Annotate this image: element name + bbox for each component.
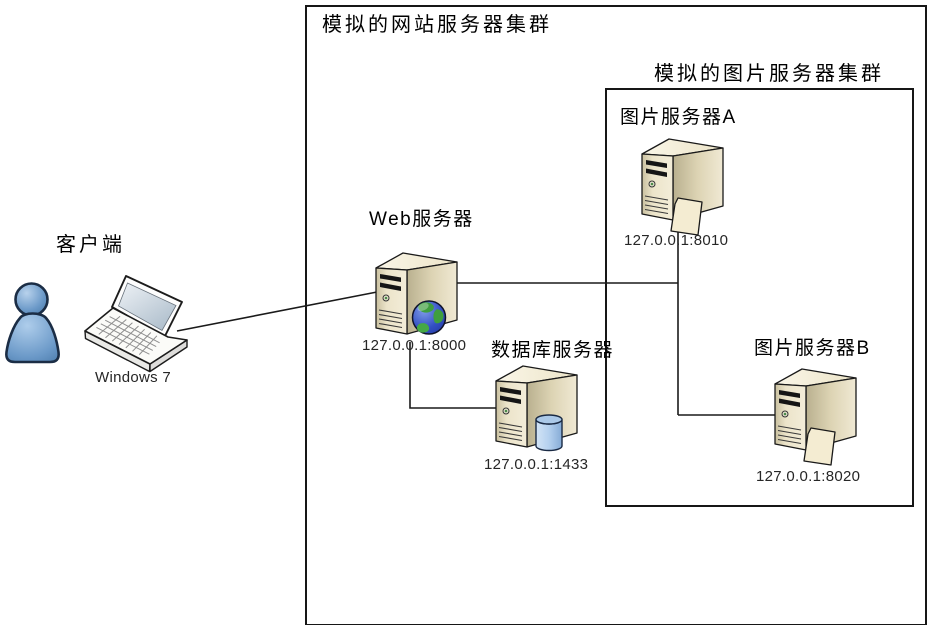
laptop-keyboard-grid [96, 315, 160, 355]
database-server-label: 数据库服务器 [491, 340, 615, 361]
web-server-label: Web服务器 [369, 209, 474, 230]
connector-client-to-web [176, 291, 378, 332]
folder-icon [803, 427, 836, 466]
client-label: 客户端 [56, 234, 125, 256]
connector-web-to-database [409, 342, 503, 409]
web-server-icon [375, 252, 458, 335]
image-server-a-label: 图片服务器A [620, 107, 737, 128]
globe-icon [411, 300, 447, 335]
database-server-icon [495, 365, 578, 452]
image-server-a-address: 127.0.0.1:8010 [624, 232, 729, 249]
image-server-b-label: 图片服务器B [754, 338, 871, 359]
image-cluster-box [605, 88, 914, 507]
web-cluster-title: 模拟的网站服务器集群 [322, 14, 552, 36]
image-server-a-icon [641, 138, 724, 236]
web-server-address: 127.0.0.1:8000 [362, 337, 467, 354]
image-server-b-address: 127.0.0.1:8020 [756, 468, 861, 485]
client-person-icon [5, 282, 60, 364]
image-cluster-title: 模拟的图片服务器集群 [654, 63, 884, 85]
image-server-b-icon [774, 368, 857, 466]
client-laptop-icon [84, 275, 188, 373]
folder-icon [670, 197, 703, 236]
database-cylinder-icon [535, 414, 563, 452]
client-os-label: Windows 7 [95, 369, 172, 386]
database-server-address: 127.0.0.1:1433 [484, 456, 589, 473]
